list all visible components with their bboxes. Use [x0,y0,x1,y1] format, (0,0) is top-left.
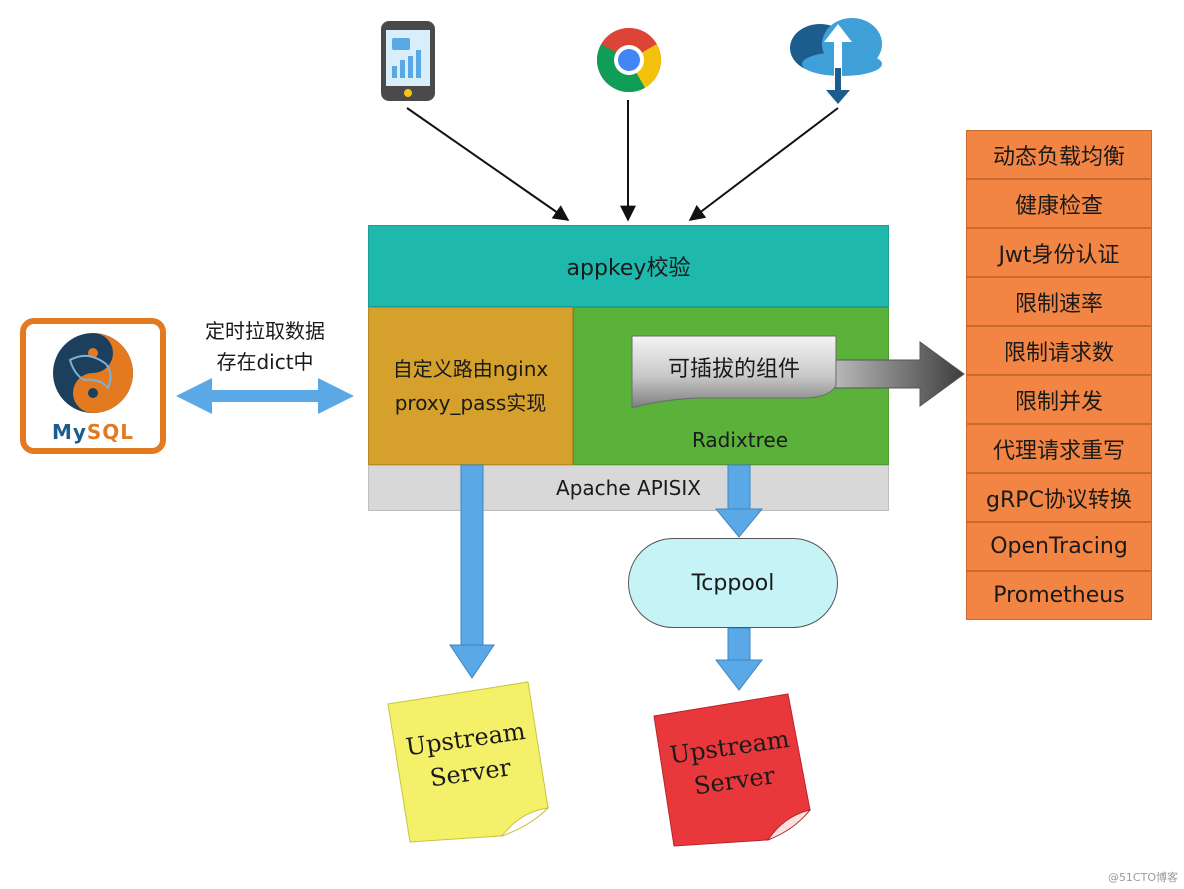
mysql-dolphin-icon [53,333,133,413]
arrow-radix-to-tcppool [714,464,764,538]
apisix-label: Apache APISIX [556,476,701,500]
chrome-browser-icon [597,28,661,92]
cloud-upload-icon [790,18,882,104]
arrow-cloud-to-apisix [688,107,839,221]
feature-item: 限制速率 [966,277,1152,326]
feature-item: OpenTracing [966,522,1152,571]
sync-line-2: 存在dict中 [216,350,314,374]
plugin-arrow [631,335,965,409]
feature-item: gRPC协议转换 [966,473,1152,522]
feature-item: 限制请求数 [966,326,1152,375]
pluggable-component-label: 可插拔的组件 [667,357,800,382]
appkey-validation-layer: appkey校验 [368,225,889,307]
feature-item: 动态负载均衡 [966,130,1152,179]
feature-item: 限制并发 [966,375,1152,424]
feature-item: 代理请求重写 [966,424,1152,473]
arrow-phone-to-apisix [406,107,570,221]
routing-line-1: 自定义路由nginx [392,357,549,381]
arrow-tcppool-to-upstream [714,627,764,691]
tcppool-node: Tcppool [628,538,838,628]
sync-line-1: 定时拉取数据 [205,319,325,343]
watermark: @51CTO博客 [1107,871,1178,884]
apache-apisix-bar: Apache APISIX [368,465,889,511]
routing-line-2: proxy_pass实现 [394,391,547,415]
radixtree-label: Radixtree [691,428,789,452]
feature-item: Prometheus [966,571,1152,620]
mobile-phone-icon [381,21,435,101]
custom-routing-layer: 自定义路由nginx proxy_pass实现 [368,307,573,465]
upstream-server-note-red [653,693,812,847]
sync-caption: 定时拉取数据 存在dict中 [185,316,345,378]
mysql-sync-arrow [176,378,354,414]
mysql-wordmark: MySQL [51,420,135,444]
upstream-server-note-yellow [387,681,550,843]
appkey-label: appkey校验 [566,256,691,281]
feature-item: 健康检查 [966,179,1152,228]
feature-item: Jwt身份认证 [966,228,1152,277]
arrow-routing-to-upstream [449,464,495,679]
